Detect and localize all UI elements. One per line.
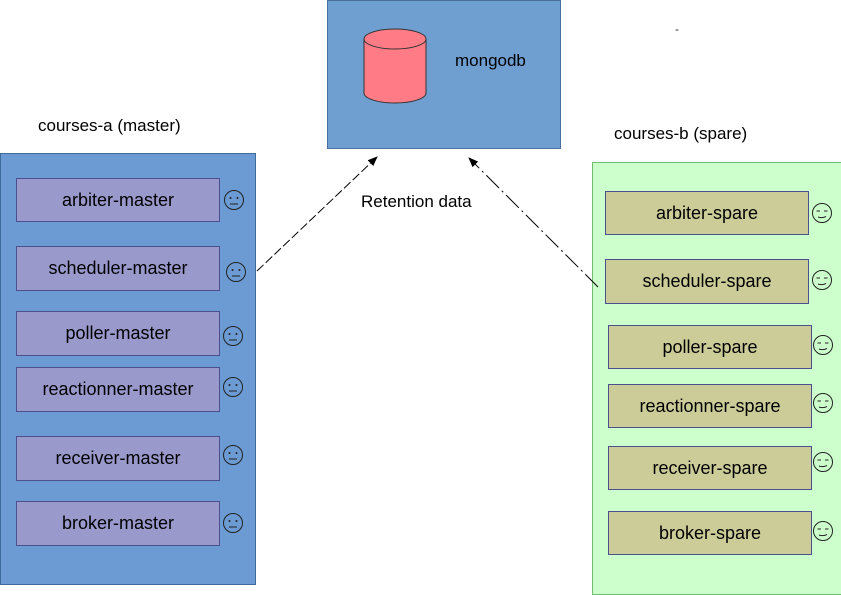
- neutral-face-icon: [226, 262, 246, 282]
- node-reactionner-master: reactionner-master: [16, 367, 220, 412]
- neutral-face-icon: [223, 326, 243, 346]
- spare-group-title: courses-b (spare): [614, 124, 748, 143]
- retention-data-label: Retention data: [361, 192, 472, 211]
- spare-panel: arbiter-spare scheduler-spare poller-spa…: [592, 162, 841, 595]
- node-label: receiver-master: [55, 448, 181, 468]
- sleepy-face-icon: [813, 393, 833, 413]
- node-label: scheduler-spare: [642, 271, 772, 291]
- node-label: broker-master: [61, 513, 175, 533]
- node-poller-spare: poller-spare: [608, 325, 812, 369]
- node-receiver-master: receiver-master: [16, 436, 220, 481]
- spare-retention-arrow: [468, 157, 599, 288]
- node-reactionner-spare: reactionner-spare: [608, 384, 812, 428]
- node-label: poller-master: [65, 323, 171, 343]
- sleepy-face-icon: [812, 203, 832, 223]
- node-label: broker-spare: [658, 522, 762, 543]
- node-arbiter-master: arbiter-master: [16, 178, 220, 222]
- node-receiver-spare: receiver-spare: [608, 446, 812, 490]
- neutral-face-icon: [223, 513, 243, 533]
- node-poller-master: poller-master: [16, 311, 220, 356]
- node-scheduler-master: scheduler-master: [16, 246, 220, 291]
- neutral-face-icon: [224, 190, 244, 210]
- node-label: scheduler-master: [48, 258, 188, 278]
- master-retention-arrow: [256, 156, 378, 272]
- node-label: arbiter-master: [61, 189, 175, 210]
- master-group-title: courses-a (master): [38, 116, 181, 135]
- sleepy-face-icon: [813, 521, 833, 541]
- node-broker-spare: broker-spare: [608, 511, 812, 555]
- node-label: reactionner-spare: [639, 395, 781, 416]
- sleepy-face-icon: [813, 452, 833, 472]
- neutral-face-icon: [223, 445, 243, 465]
- database-cylinder-icon: [363, 28, 427, 104]
- node-label: receiver-spare: [652, 457, 768, 478]
- cylinder-body: [363, 39, 427, 104]
- neutral-face-icon: [223, 377, 243, 397]
- node-broker-master: broker-master: [16, 501, 220, 546]
- node-label: arbiter-spare: [655, 202, 759, 223]
- mongodb-label: mongodb: [455, 51, 526, 70]
- master-panel: arbiter-master scheduler-master poller-m…: [0, 153, 256, 585]
- node-arbiter-spare: arbiter-spare: [605, 191, 809, 235]
- cylinder-top: [363, 28, 427, 50]
- sleepy-face-icon: [812, 270, 832, 290]
- sleepy-face-icon: [813, 335, 833, 355]
- node-scheduler-spare: scheduler-spare: [605, 259, 809, 304]
- node-label: reactionner-master: [42, 379, 194, 399]
- stray-mark: -: [675, 22, 679, 36]
- node-label: poller-spare: [662, 336, 758, 357]
